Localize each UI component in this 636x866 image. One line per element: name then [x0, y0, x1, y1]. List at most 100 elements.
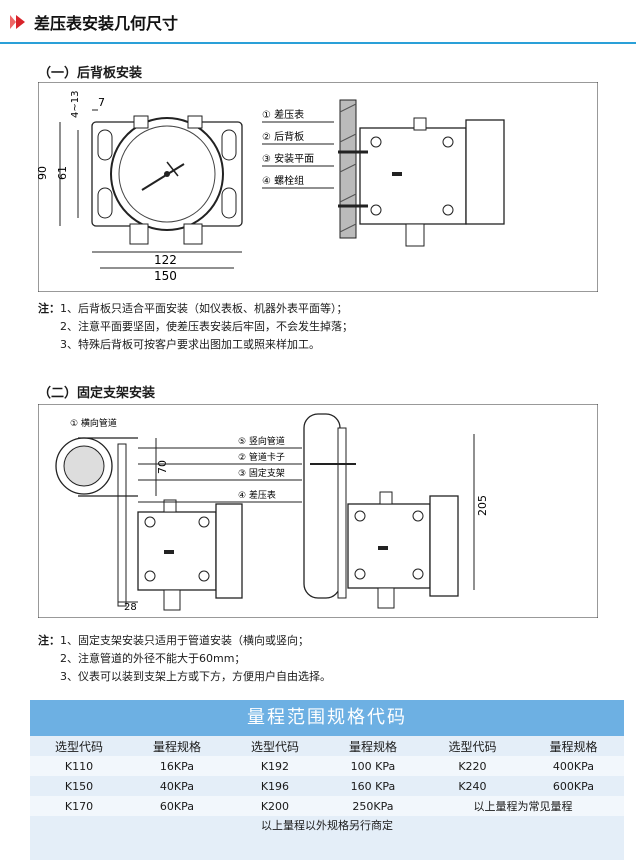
- callout-meter: ④ 差压表: [238, 489, 276, 501]
- vertical-pipe: [303, 413, 341, 599]
- table-cell: K170: [30, 796, 128, 816]
- screw: [412, 568, 424, 580]
- table-cell: K200: [225, 796, 324, 816]
- screw: [412, 510, 424, 522]
- table-row: K170 60KPa K200 250KPa 以上量程为常见量程: [30, 796, 624, 816]
- section2-notes: 注：1、固定支架安装只适用于管道安装（横向或竖向； 2、注意管道的外径不能大于6…: [38, 632, 331, 686]
- gauge-needle: [141, 163, 185, 191]
- knob: [187, 115, 203, 129]
- pressure-port: [129, 223, 149, 245]
- table-cell: 40KPa: [159, 779, 195, 793]
- pressure-port: [377, 587, 395, 609]
- meter-side-case: [465, 119, 505, 225]
- screw: [354, 510, 366, 522]
- table-cell: 16KPa: [127, 756, 226, 776]
- column-header: 量程规格: [348, 739, 397, 754]
- spec-footer-note: 以上量程以外规格另行商定: [261, 819, 393, 832]
- meter-case: [215, 503, 243, 599]
- table-cell: 600KPa: [552, 779, 595, 793]
- section2-title: （二）固定支架安装: [38, 386, 156, 401]
- table-cell: K240: [458, 779, 487, 793]
- note-line: 2、注意平面要坚固，使差压表安装后牢固，不会发生掉落；: [60, 320, 353, 333]
- column-header: 选型代码: [250, 739, 299, 754]
- hatch: [339, 193, 357, 203]
- mount-panel: [339, 99, 357, 239]
- screw: [370, 204, 382, 216]
- dim-4-13: 4~13: [70, 91, 81, 118]
- hatch: [339, 133, 357, 143]
- column-header: 量程规格: [152, 739, 201, 754]
- table-cell: 160 KPa: [350, 779, 396, 793]
- pipe-inner: [63, 445, 105, 487]
- meter-mark: [392, 172, 402, 176]
- page-header: 差压表安装几何尺寸: [0, 6, 636, 44]
- screw: [442, 136, 454, 148]
- meter-mark: [164, 550, 174, 554]
- screw: [442, 204, 454, 216]
- note-line: 注：1、固定支架安装只适用于管道安装（横向或竖向；: [38, 634, 309, 647]
- title-arrow-icon: [16, 15, 25, 29]
- table-cell: K192: [225, 756, 324, 776]
- slot-hole: [221, 129, 237, 161]
- slot-hole: [97, 129, 113, 161]
- table-header-row: 选型代码 量程规格 选型代码 量程规格 选型代码 量程规格: [30, 736, 624, 756]
- callout-1: ① 差压表: [262, 108, 304, 121]
- table-cell: 100 KPa: [323, 756, 422, 776]
- gauge-needle-2: [166, 161, 179, 177]
- screw: [144, 516, 156, 528]
- gauge-dial: [118, 125, 216, 223]
- note-line: 注：1、后背板只适合平面安装（如仪表板、机器外表平面等）；: [38, 302, 348, 315]
- note-line: 2、注意管道的外径不能大于60mm；: [60, 652, 246, 665]
- hatch: [339, 223, 357, 233]
- note-line: 3、特殊后背板可按客户要求出图加工或照来样加工。: [60, 338, 320, 351]
- dim-90: 90: [38, 166, 49, 180]
- section1-notes: 注：1、后背板只适合平面安装（如仪表板、机器外表平面等）； 2、注意平面要坚固，…: [38, 300, 353, 354]
- callout-horizontal-pipe: ① 横向管道: [70, 417, 117, 429]
- spec-table-panel: 量程范围规格代码 选型代码 量程规格 选型代码 量程规格 选型代码 量程规格 K…: [30, 700, 624, 860]
- knob: [133, 115, 149, 129]
- screw: [144, 570, 156, 582]
- table-cell: 以上量程为常见量程: [421, 796, 624, 816]
- table-cell: 60KPa: [127, 796, 226, 816]
- meter-case: [429, 495, 459, 597]
- table-cell: 250KPa: [323, 796, 422, 816]
- dim-7: 7: [98, 96, 105, 109]
- column-header: 选型代码: [54, 739, 103, 754]
- slot-hole: [97, 187, 113, 219]
- spec-table: 选型代码 量程规格 选型代码 量程规格 选型代码 量程规格 K110 16KPa…: [30, 736, 624, 816]
- backplate-diagram: 90 61 4~13 7 122 150 ① 差压表 ② 后背板 ③ 安装平面 …: [38, 82, 598, 292]
- table-row: K150 40KPa K196 160 KPa K240 600KPa: [30, 776, 624, 796]
- callout-pipe-clamp: ② 管道卡子: [238, 451, 285, 463]
- pressure-port: [163, 589, 181, 611]
- column-header: 选型代码: [448, 739, 497, 754]
- section1-title: （一）后背板安装: [38, 66, 143, 81]
- spec-table-title: 量程范围规格代码: [30, 700, 624, 736]
- meter-mark: [378, 546, 388, 550]
- pressure-port: [183, 223, 203, 245]
- page-title: 差压表安装几何尺寸: [34, 14, 179, 33]
- table-cell: K110: [30, 756, 128, 776]
- slot-hole: [221, 187, 237, 219]
- callout-bracket: ③ 固定支架: [238, 467, 285, 479]
- screw: [198, 570, 210, 582]
- callout-vertical-pipe: ⑤ 竖向管道: [238, 435, 285, 447]
- table-cell: K220: [421, 756, 523, 776]
- dim-122: 122: [154, 253, 177, 267]
- pressure-port: [405, 223, 425, 247]
- screw: [370, 136, 382, 148]
- knob: [163, 499, 177, 513]
- dim-28: 28: [124, 602, 137, 613]
- callout-2: ② 后背板: [262, 130, 304, 143]
- hatch: [339, 103, 357, 113]
- fixing-bracket: [337, 427, 347, 599]
- dim-205: 205: [476, 495, 489, 516]
- note-line: 3、仪表可以装到支架上方或下方，方便用户自由选择。: [60, 670, 331, 683]
- table-cell: 400KPa: [522, 756, 624, 776]
- fixing-bracket: [117, 443, 127, 607]
- hatch: [339, 163, 357, 173]
- table-cell: K196: [260, 779, 290, 793]
- gauge-pivot: [164, 171, 170, 177]
- bracket-diagram: 70 28 ① 横向管道 ⑤ 竖向管道 ② 管道卡子 ③ 固定支架 ④ 差压表 …: [38, 404, 598, 618]
- callout-4: ④ 螺栓组: [262, 174, 304, 187]
- dim-61: 61: [56, 166, 69, 180]
